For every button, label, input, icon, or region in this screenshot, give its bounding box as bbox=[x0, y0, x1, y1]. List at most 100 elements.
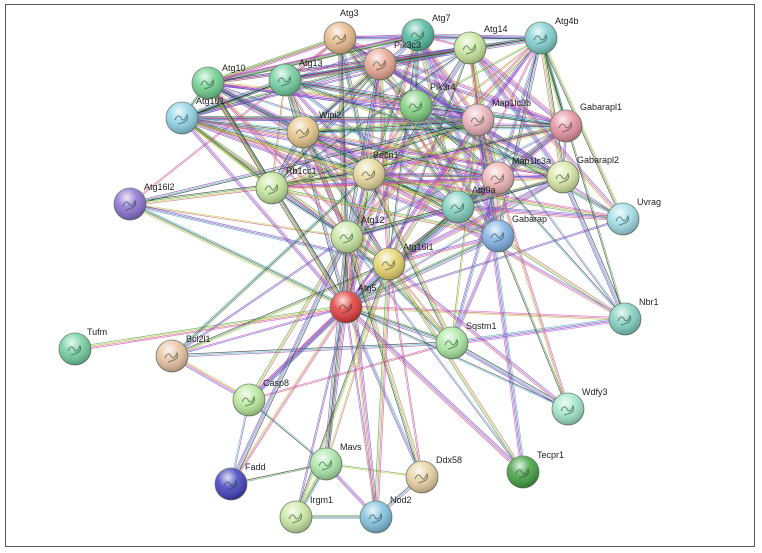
protein-node-nbr1[interactable]: Nbr1 bbox=[608, 297, 659, 336]
protein-node-gabarapl1[interactable]: Gabarapl1 bbox=[549, 102, 622, 143]
interaction-line bbox=[247, 236, 347, 400]
protein-label: Pik3c3 bbox=[394, 40, 421, 50]
sphere-gloss bbox=[525, 22, 557, 54]
protein-node-nod2[interactable]: Nod2 bbox=[359, 495, 412, 534]
protein-structure-icon bbox=[295, 127, 310, 139]
protein-node-atg16l2[interactable]: Atg16l2 bbox=[113, 182, 175, 221]
protein-node-gabarapl2[interactable]: Gabarapl2 bbox=[546, 155, 619, 194]
sphere-gloss bbox=[406, 461, 438, 493]
protein-node-atg7[interactable]: Atg7 bbox=[401, 13, 451, 52]
interaction-line bbox=[380, 62, 567, 126]
protein-node-wdfy3[interactable]: Wdfy3 bbox=[551, 387, 608, 426]
sphere-gloss bbox=[552, 393, 584, 425]
interaction-line bbox=[130, 201, 347, 306]
protein-label: Wdfy3 bbox=[582, 387, 608, 397]
interaction-line bbox=[346, 125, 566, 237]
protein-node-atg10[interactable]: Atg10 bbox=[191, 63, 246, 100]
interaction-line bbox=[171, 306, 346, 356]
interaction-line bbox=[415, 37, 541, 106]
interaction-line bbox=[284, 37, 541, 80]
interaction-line bbox=[182, 81, 286, 121]
interaction-line bbox=[451, 119, 478, 343]
interaction-line bbox=[171, 173, 370, 357]
interaction-line bbox=[182, 80, 286, 119]
interaction-line bbox=[181, 119, 369, 177]
interaction-line bbox=[181, 118, 272, 189]
protein-node-gabarap[interactable]: Gabarap bbox=[481, 214, 547, 253]
interaction-line bbox=[302, 131, 564, 178]
sphere-gloss bbox=[331, 221, 363, 253]
interaction-line bbox=[458, 204, 624, 218]
interaction-line bbox=[345, 307, 523, 473]
protein-structure-icon bbox=[200, 78, 215, 90]
protein-node-atg13[interactable]: Atg13 bbox=[268, 58, 323, 97]
interaction-line bbox=[302, 132, 498, 179]
sphere-gloss bbox=[550, 110, 582, 142]
interaction-line bbox=[172, 343, 453, 358]
interaction-line bbox=[387, 264, 568, 411]
interaction-line bbox=[451, 316, 625, 342]
interaction-line bbox=[389, 262, 570, 409]
interaction-line bbox=[452, 342, 569, 409]
interaction-line bbox=[181, 118, 458, 208]
interaction-line bbox=[250, 265, 391, 402]
protein-node-atg5[interactable]: Atg5 bbox=[329, 283, 377, 324]
sphere-gloss bbox=[280, 501, 312, 533]
protein-node-tecpr1[interactable]: Tecpr1 bbox=[506, 450, 564, 489]
protein-node-atg16l1[interactable]: Atg16l1 bbox=[372, 242, 434, 281]
protein-node-becn1[interactable]: Becn1 bbox=[352, 150, 399, 191]
interaction-line bbox=[541, 37, 564, 177]
interaction-line bbox=[285, 79, 390, 264]
interaction-line bbox=[302, 131, 348, 238]
protein-structure-icon bbox=[615, 214, 630, 226]
protein-node-atg14[interactable]: Atg14 bbox=[453, 24, 508, 65]
sphere-gloss bbox=[192, 67, 224, 99]
sphere-gloss bbox=[287, 116, 319, 148]
protein-label: Map1lc3a bbox=[512, 156, 551, 166]
protein-node-tufm[interactable]: Tufm bbox=[58, 327, 107, 366]
protein-node-uvrag[interactable]: Uvrag bbox=[606, 197, 661, 236]
interaction-line bbox=[129, 205, 346, 310]
interaction-line bbox=[171, 341, 452, 356]
interaction-line bbox=[540, 38, 563, 178]
protein-node-fadd[interactable]: Fadd bbox=[214, 462, 266, 501]
interaction-line bbox=[366, 174, 451, 345]
interaction-line bbox=[387, 264, 523, 473]
protein-structure-icon bbox=[174, 113, 189, 125]
interaction-line bbox=[369, 173, 453, 343]
sphere-gloss bbox=[269, 64, 301, 96]
protein-label: Bcl2l1 bbox=[186, 334, 211, 344]
interaction-line bbox=[182, 116, 304, 132]
interaction-line bbox=[302, 34, 418, 132]
protein-node-pik3r4[interactable]: Pik3r4 bbox=[399, 82, 456, 123]
protein-node-atg9a[interactable]: Atg9a bbox=[441, 185, 496, 224]
interaction-line bbox=[304, 130, 391, 264]
protein-node-atg101[interactable]: Atg101 bbox=[165, 96, 225, 135]
protein-label: Fadd bbox=[245, 462, 266, 472]
protein-node-rb1cc1[interactable]: Rb1cc1 bbox=[255, 166, 317, 205]
protein-node-irgm1[interactable]: Irgm1 bbox=[279, 495, 333, 534]
interaction-line bbox=[347, 305, 525, 471]
interaction-line bbox=[451, 235, 499, 344]
interaction-line bbox=[130, 38, 341, 205]
protein-node-atg3[interactable]: Atg3 bbox=[323, 8, 359, 55]
protein-node-sqstm1[interactable]: Sqstm1 bbox=[435, 321, 497, 360]
interaction-line bbox=[207, 34, 419, 84]
interaction-line bbox=[369, 126, 567, 175]
protein-node-map1lc3b[interactable]: Map1lc3b bbox=[461, 98, 531, 137]
protein-node-casp8[interactable]: Casp8 bbox=[232, 378, 289, 417]
protein-node-bcl2l1[interactable]: Bcl2l1 bbox=[155, 334, 211, 373]
protein-node-atg12[interactable]: Atg12 bbox=[330, 215, 385, 254]
protein-node-ddx58[interactable]: Ddx58 bbox=[405, 455, 462, 494]
protein-node-map1lc3a[interactable]: Map1lc3a bbox=[481, 156, 551, 195]
sphere-gloss bbox=[607, 203, 639, 235]
protein-structure-icon bbox=[288, 512, 303, 524]
protein-structure-icon bbox=[533, 33, 548, 45]
interaction-line bbox=[284, 35, 541, 79]
protein-node-atg4b[interactable]: Atg4b bbox=[524, 16, 579, 55]
protein-node-pik3c3[interactable]: Pik3c3 bbox=[363, 40, 421, 81]
interaction-line bbox=[182, 117, 370, 174]
protein-node-mavs[interactable]: Mavs bbox=[309, 442, 362, 481]
protein-node-wipi2[interactable]: Wipi2 bbox=[286, 110, 342, 149]
